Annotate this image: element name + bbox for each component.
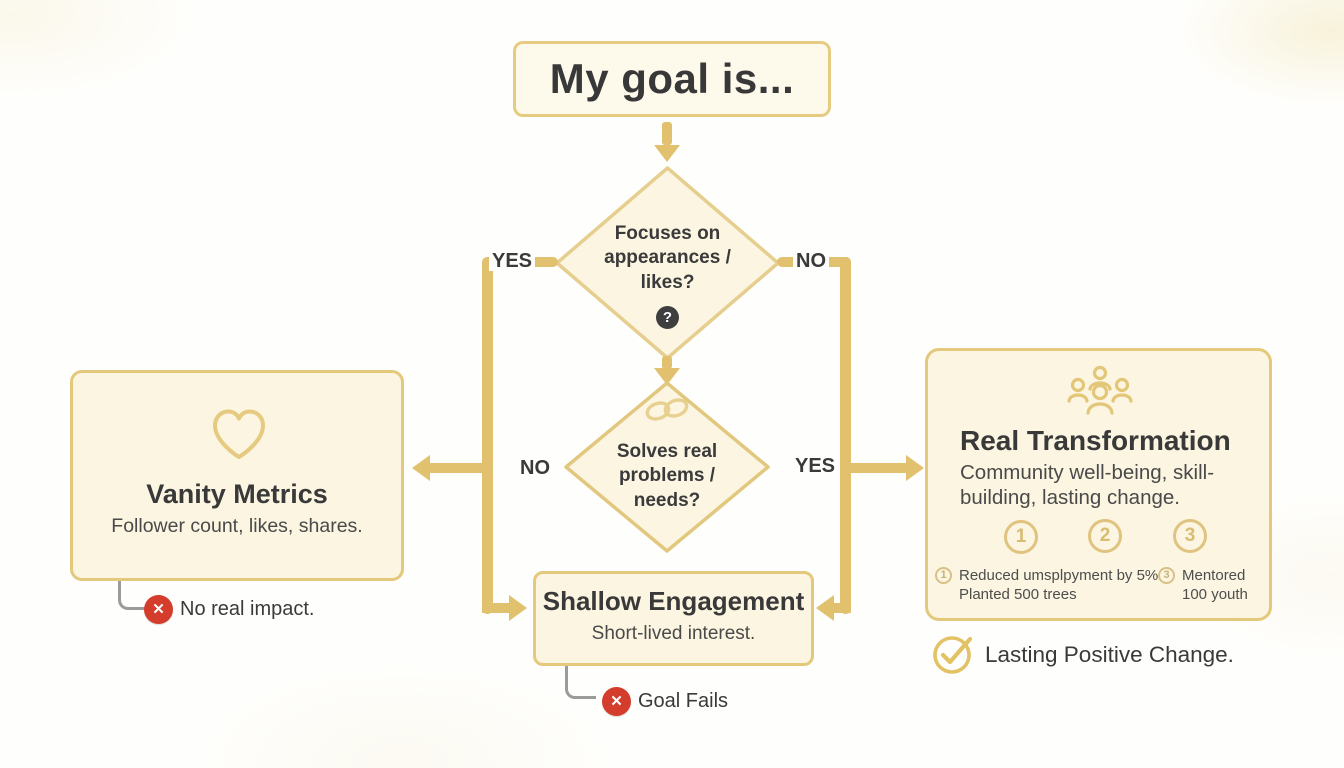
label-yes-problems: YES (795, 455, 836, 477)
arrow-to-transformation-head (906, 455, 924, 481)
step-circle: 1 (1004, 520, 1038, 554)
right-rail (840, 257, 851, 614)
heart-icon (213, 409, 265, 459)
footnote-marker: 1 (935, 567, 952, 584)
footnote-marker: 3 (1158, 567, 1175, 584)
check-circle-icon (933, 636, 973, 674)
footnote-text: Mentored 100 youth (1182, 567, 1248, 603)
label-no-appearances: NO (793, 251, 829, 271)
transformation-subtitle: Community well-being, skill-building, la… (960, 461, 1215, 509)
diamond-shape (564, 381, 770, 553)
arrow-right-to-shallow-head (816, 595, 834, 621)
arrow-to-transformation-shaft (851, 463, 906, 473)
transformation-note: Lasting Positive Change. (985, 642, 1234, 667)
arrow-right-to-shallow-shaft (833, 603, 851, 613)
elbow-connector (118, 581, 151, 610)
step-circle: 3 (1173, 519, 1207, 553)
start-node: My goal is... (513, 41, 831, 117)
arrow-to-vanity-shaft (429, 463, 483, 473)
vanity-metrics-node: Vanity Metrics Follower count, likes, sh… (70, 370, 404, 581)
question-circle-icon: ? (656, 306, 679, 329)
arrow-left-to-shallow-shaft (482, 603, 510, 613)
footnote-example: 1 Reduced umsplpyment by 5% Planted 500 … (935, 566, 1158, 604)
vanity-note: No real impact. (180, 598, 315, 620)
decision-appearances-question: Focuses on appearances / likes? (604, 223, 731, 293)
x-circle-icon: ✕ (602, 687, 631, 716)
arrow-left-to-shallow-head (509, 595, 527, 621)
start-label: My goal is... (549, 55, 795, 102)
decision-appearances: Focuses on appearances / likes? ? (553, 164, 782, 362)
vanity-subtitle: Follower count, likes, shares. (111, 515, 363, 537)
arrow-d1-d2-head (654, 368, 680, 385)
shallow-title: Shallow Engagement (542, 586, 805, 616)
arrow-to-vanity-head (412, 455, 430, 481)
footnote-example: 3 Mentored 100 youth (1158, 566, 1248, 604)
shallow-engagement-node: Shallow Engagement Short-lived interest. (533, 571, 814, 666)
transformation-title: Real Transformation (960, 425, 1231, 456)
footnote-text: Reduced umsplpyment by 5% Planted 500 tr… (959, 567, 1159, 603)
people-group-icon (1067, 365, 1133, 415)
label-no-problems: NO (520, 457, 550, 479)
arrow-start-shaft (662, 122, 672, 145)
chain-link-icon (645, 398, 689, 421)
left-rail (482, 257, 493, 614)
arrow-start-head (654, 145, 680, 162)
decision-problems-question: Solves real problems / needs? (616, 441, 718, 511)
arrow-d1-d2-shaft (662, 356, 672, 369)
decision-problems: Solves real problems / needs? (562, 379, 772, 555)
elbow-connector (565, 666, 596, 699)
label-yes-appearances: YES (489, 251, 536, 271)
x-circle-icon: ✕ (144, 595, 173, 624)
step-circle: 2 (1088, 519, 1122, 553)
real-transformation-node: Real Transformation Community well-being… (925, 348, 1272, 621)
vanity-title: Vanity Metrics (146, 479, 328, 509)
shallow-subtitle: Short-lived interest. (591, 623, 756, 644)
shallow-note: Goal Fails (638, 690, 729, 712)
